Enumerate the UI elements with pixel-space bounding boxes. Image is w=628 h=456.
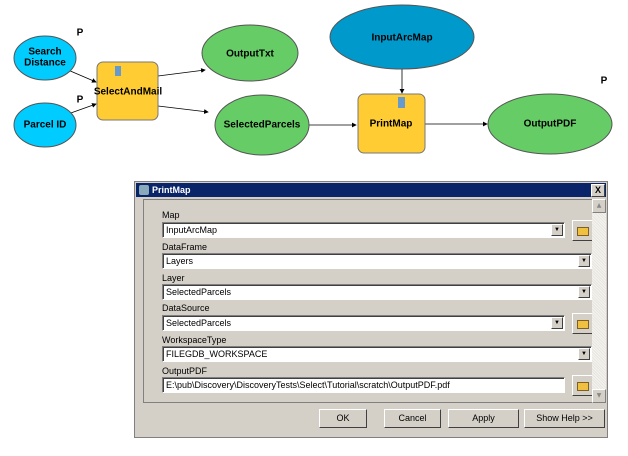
svg-text:SelectedParcels: SelectedParcels	[224, 120, 301, 131]
connector	[67, 69, 97, 83]
field-label: DataSource	[162, 303, 210, 313]
tool-icon	[139, 185, 149, 195]
parameter-marker: P	[601, 76, 608, 87]
workspacetype-combo[interactable]: FILEGDB_WORKSPACE▼	[162, 346, 592, 362]
scroll-up-button[interactable]: ▲	[592, 199, 606, 213]
outputpdf-input[interactable]: E:\pub\Discovery\DiscoveryTests\Select\T…	[162, 377, 565, 393]
folder-icon	[577, 227, 589, 236]
show-help-button[interactable]: Show Help >>	[524, 409, 605, 428]
node-output-pdf[interactable]: OutputPDF	[487, 93, 613, 155]
map-combo[interactable]: InputArcMap▼	[162, 222, 565, 238]
field-label: OutputPDF	[162, 366, 208, 376]
tool-icon	[398, 97, 405, 108]
cancel-button[interactable]: Cancel	[384, 409, 441, 428]
tool-icon	[115, 66, 121, 76]
svg-text:Distance: Distance	[24, 58, 66, 69]
svg-text:PrintMap: PrintMap	[370, 119, 413, 130]
dataframe-combo[interactable]: Layers▼	[162, 253, 592, 269]
chevron-down-icon[interactable]: ▼	[578, 348, 590, 360]
node-select-and-mail[interactable]: SelectAndMail	[94, 61, 163, 121]
field-label: DataFrame	[162, 242, 208, 252]
printmap-dialog: PrintMap X Map InputArcMap▼ DataFrame Lay…	[134, 181, 608, 438]
chevron-down-icon[interactable]: ▼	[578, 286, 590, 298]
dialog-titlebar[interactable]: PrintMap X	[136, 183, 606, 197]
node-parcel-id[interactable]: Parcel ID	[13, 102, 77, 148]
svg-text:OutputPDF: OutputPDF	[524, 119, 577, 130]
chevron-down-icon[interactable]: ▼	[551, 224, 563, 236]
field-label: WorkspaceType	[162, 335, 227, 345]
chevron-down-icon[interactable]: ▼	[578, 255, 590, 267]
scroll-down-button[interactable]: ▼	[592, 389, 606, 403]
browse-button[interactable]	[572, 220, 593, 241]
svg-text:Parcel ID: Parcel ID	[24, 120, 67, 131]
node-selected-parcels[interactable]: SelectedParcels	[214, 94, 310, 156]
connector	[67, 103, 97, 115]
scrollbar[interactable]: ▲▼	[592, 199, 606, 403]
svg-text:OutputTxt: OutputTxt	[226, 49, 274, 60]
apply-button[interactable]: Apply	[448, 409, 519, 428]
svg-text:InputArcMap: InputArcMap	[371, 33, 432, 44]
parameter-marker: P	[77, 28, 84, 39]
dialog-title: PrintMap	[152, 185, 191, 195]
node-output-txt[interactable]: OutputTxt	[201, 24, 299, 82]
browse-button[interactable]	[572, 313, 593, 334]
connector	[157, 105, 209, 114]
node-input-arcmap[interactable]: InputArcMap	[329, 4, 475, 70]
node-print-map[interactable]: PrintMap	[357, 93, 426, 154]
svg-text:Search: Search	[28, 47, 61, 58]
parameters-panel: Map InputArcMap▼ DataFrame Layers▼ Layer…	[143, 199, 593, 403]
parameter-marker: P	[77, 95, 84, 106]
field-label: Map	[162, 210, 180, 220]
layer-combo[interactable]: SelectedParcels▼	[162, 284, 592, 300]
datasource-combo[interactable]: SelectedParcels▼	[162, 315, 565, 331]
chevron-down-icon[interactable]: ▼	[551, 317, 563, 329]
ok-button[interactable]: OK	[319, 409, 367, 428]
folder-icon	[577, 320, 589, 329]
folder-icon	[577, 382, 589, 391]
browse-button[interactable]	[572, 375, 593, 396]
svg-text:SelectAndMail: SelectAndMail	[94, 87, 163, 98]
field-label: Layer	[162, 273, 185, 283]
close-button[interactable]: X	[591, 184, 605, 197]
connector	[157, 68, 206, 77]
